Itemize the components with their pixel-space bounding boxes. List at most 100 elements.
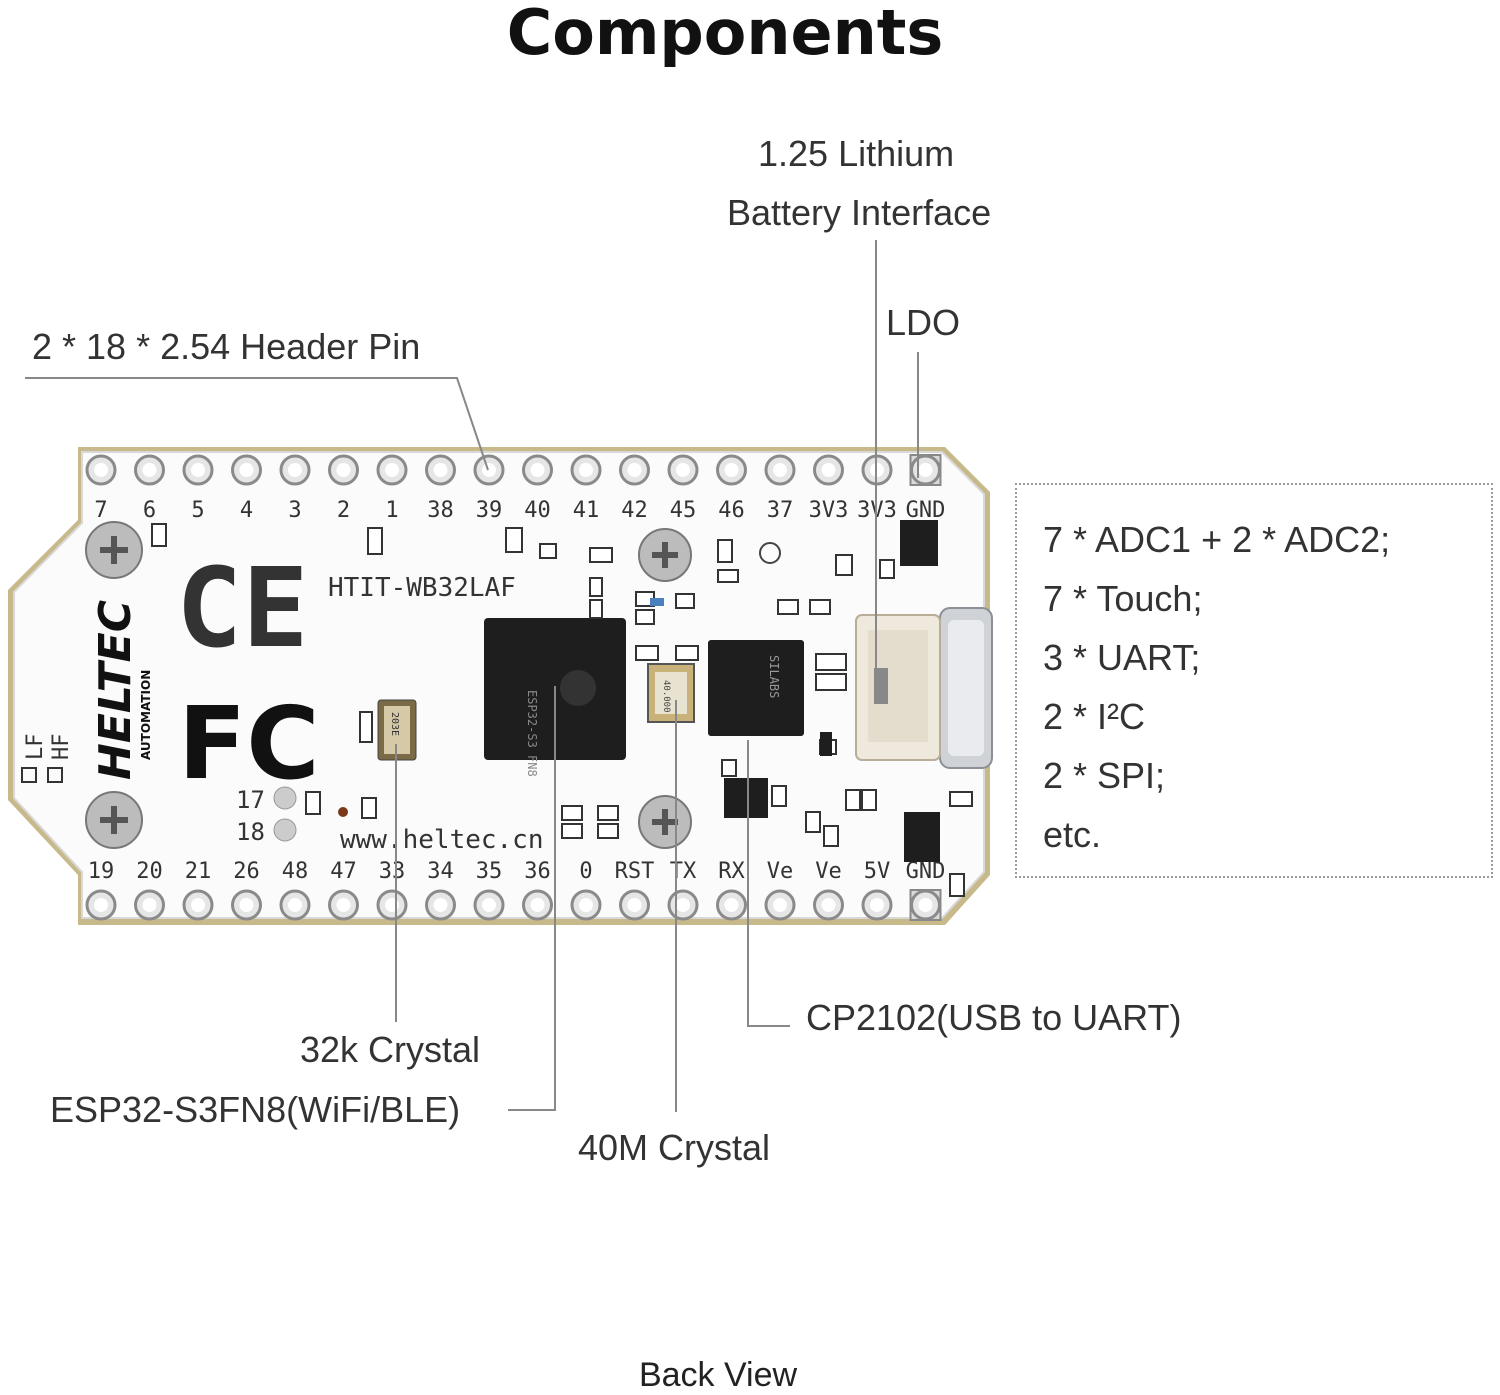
pin-hole-center [530,463,545,477]
pin-hole-center [579,898,593,912]
lf-pad [21,767,37,783]
hf-pad [47,767,63,783]
leader-esp32 [508,686,556,1111]
pin-hole-center [773,898,787,912]
pad-18-label: 18 [236,818,265,846]
pin-hole-center [385,463,399,477]
small-ic [724,778,768,818]
pin-hole-center [724,898,739,912]
callout-cp2102: CP2102(USB to UART) [806,997,1182,1038]
pin-label: 42 [621,498,648,523]
pin-hole-center [918,463,933,477]
pin-hole-center [821,898,836,912]
pin-label: 4 [240,498,253,523]
pin-label: 36 [524,859,551,884]
pin-hole-center [627,898,642,912]
crystal-marking: 40.000 [661,680,671,713]
crystal-40m-part: 40.000 [647,663,695,723]
pin-label: 3 [288,498,301,523]
pin-label: 39 [476,498,503,523]
pin-label: 48 [282,859,309,884]
pin-label: 5V [864,859,891,884]
pin-label: RST [615,859,655,884]
pin-hole-center [773,463,787,477]
pin-label: 45 [670,498,697,523]
pin-label: Ve [767,859,794,884]
ce-mark: CE [176,544,308,672]
spec-item: 7 * ADC1 + 2 * ADC2; [1043,519,1391,560]
screw-top-left [85,521,143,579]
regulator-chip [904,812,940,862]
cp2102-marking: SILABS [767,655,781,698]
footer-caption: Back View [638,1356,798,1394]
pin-label: 19 [88,859,115,884]
callout-header-pin: 2 * 18 * 2.54 Header Pin [32,326,421,367]
callout-40m-crystal: 40M Crystal [578,1127,771,1168]
pin-label: RX [718,859,745,884]
pin-hole-center [627,463,642,477]
pin-label: Ve [815,859,842,884]
spec-item: 7 * Touch; [1043,578,1203,619]
bottom-header-holes [85,889,942,921]
fcc-mark: FC [178,685,320,802]
pin-label: 33 [379,859,406,884]
pin-hole-center [191,898,205,912]
pin-hole-center [239,463,254,477]
fiducial [759,542,781,564]
pin-label: 2 [337,498,350,523]
heltec-logo-text: HELTEC [90,600,141,780]
cp2102-chip: SILABS [708,640,804,736]
pad-18 [273,818,297,842]
pin-hole-center [239,898,254,912]
pin-hole-center [288,463,302,477]
page-title: Components [506,0,944,69]
pin-hole-center [433,463,448,477]
pin-label: 41 [573,498,600,523]
top-header-holes [85,454,942,486]
callout-battery-line2: Battery Interface [727,192,992,233]
pin-label: 6 [143,498,156,523]
pad-17 [273,786,297,810]
pin-hole-center [433,898,448,912]
heltec-logo-subtext: AUTOMATION [139,670,153,760]
pin-hole-center [579,463,593,477]
pin-hole-center [336,898,351,912]
spec-item: 2 * I²C [1043,696,1146,737]
pin-hole-center [821,463,836,477]
pin-label: 21 [185,859,212,884]
screw-bottom-middle [638,795,692,849]
pin-hole-center [918,898,933,912]
pin-hole-center [676,463,690,477]
pin-label: 34 [427,859,454,884]
ldo-chip [900,520,938,566]
pin-hole-center [94,463,108,477]
lf-label: LF [23,734,48,761]
callout-battery-line1: 1.25 Lithium [758,133,955,174]
spec-item: 3 * UART; [1043,637,1201,678]
pin-label: 7 [94,498,107,523]
svg-text:ESP32-S3 FN8: ESP32-S3 FN8 [525,690,539,777]
pin-hole-center [482,898,496,912]
pin-hole-center [94,898,108,912]
pin-hole-center [870,898,884,912]
pin-label: GND [906,859,946,884]
usb-c-inner [948,620,984,756]
leader-header-pin [25,377,489,471]
pin-label: 35 [476,859,503,884]
callout-ldo: LDO [886,302,961,343]
board-website: www.heltec.cn [340,825,544,855]
pin-hole-center [482,463,496,477]
pin-label: 46 [718,498,745,523]
pin-hole-center [530,898,545,912]
pin-label: 20 [136,859,163,884]
board-model: HTIT-WB32LAF [328,573,516,603]
pin-label: 3V3 [809,498,849,523]
pin-label: 37 [767,498,794,523]
pin-hole-center [142,898,157,912]
pin-hole-center [142,463,157,477]
led [338,807,348,817]
pin-hole-center [724,463,739,477]
